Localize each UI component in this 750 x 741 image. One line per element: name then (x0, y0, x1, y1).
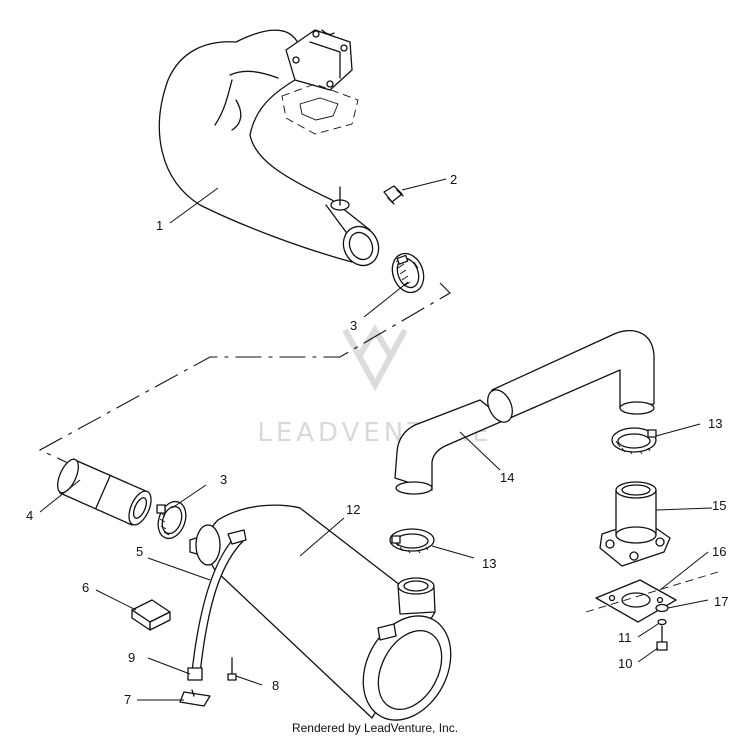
port-gasket (281, 83, 359, 135)
sensor-fitting (383, 185, 404, 205)
clamp-tailpipe-upper (611, 427, 657, 455)
tail-pipe (394, 329, 655, 495)
mount-bracket (179, 689, 211, 707)
callout-11: 11 (618, 630, 632, 645)
callout-14: 14 (500, 470, 514, 485)
clamp-upper (391, 252, 425, 294)
callout-8: 8 (272, 678, 279, 693)
mount-bolt (227, 657, 237, 681)
clamp-lower (156, 500, 187, 540)
assembly-routing-line (38, 282, 451, 464)
centerline (585, 571, 719, 613)
rubber-block (131, 599, 171, 631)
outlet-gasket (595, 579, 677, 623)
callout-4: 4 (26, 508, 33, 523)
callout-3-lower: 3 (220, 472, 227, 487)
callout-7: 7 (124, 692, 131, 707)
callout-2: 2 (450, 172, 457, 187)
callout-5: 5 (136, 544, 143, 559)
fastener-stack (655, 603, 669, 651)
callout-13-lower: 13 (482, 556, 496, 571)
callout-17: 17 (714, 594, 728, 609)
callout-12: 12 (346, 502, 360, 517)
strap-buckle (187, 667, 203, 681)
callout-16: 16 (712, 544, 726, 559)
head-pipe (158, 29, 380, 267)
callout-1: 1 (156, 218, 163, 233)
leader-lines (39, 178, 713, 701)
footer-credit: Rendered by LeadVenture, Inc. (291, 721, 459, 735)
callout-13-upper: 13 (708, 416, 722, 431)
callouts: 1 2 3 4 3 5 6 7 8 9 10 11 12 13 13 14 15… (26, 172, 728, 707)
callout-10: 10 (618, 656, 632, 671)
outlet-flange (599, 481, 671, 567)
muffler (189, 504, 452, 721)
coupler-tube (57, 458, 152, 526)
callout-15: 15 (712, 498, 726, 513)
watermark-logo (342, 324, 408, 392)
callout-9: 9 (128, 650, 135, 665)
clamp-tailpipe-lower (389, 528, 435, 554)
callout-6: 6 (82, 580, 89, 595)
callout-3-upper: 3 (350, 318, 357, 333)
